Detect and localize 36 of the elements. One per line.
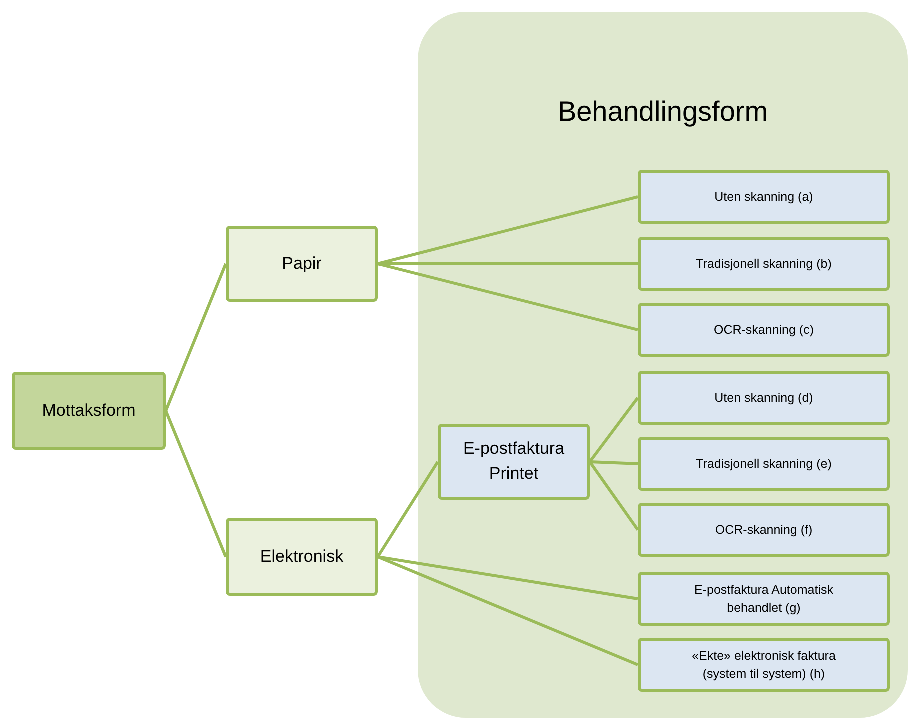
node-label: Elektronisk — [260, 546, 344, 568]
group-panel — [418, 12, 908, 718]
category-box — [638, 237, 890, 291]
node-label: Papir — [282, 252, 322, 275]
category-box — [638, 437, 890, 491]
node-label: OCR-skanning (f) — [715, 522, 813, 539]
node-label: Uten skanning (d) — [714, 390, 814, 407]
category-box — [638, 170, 890, 224]
category-box — [12, 372, 166, 450]
connector-line — [588, 461, 640, 531]
connector-line — [164, 410, 228, 558]
category-box — [638, 303, 890, 357]
category-box — [638, 503, 890, 557]
category-box — [638, 572, 890, 626]
connector-line — [378, 196, 638, 266]
connector-line — [164, 263, 228, 412]
connector-line — [378, 556, 638, 600]
category-box — [226, 226, 378, 302]
connector-line — [588, 397, 640, 463]
node-label: Tradisjonell skanning (e) — [696, 456, 832, 473]
node-label: Mottaksform — [42, 400, 136, 422]
category-box — [638, 638, 890, 692]
node-label: «Ekte» elektronisk faktura (system til system) (h) — [691, 648, 837, 683]
category-box — [226, 518, 378, 596]
connector-line — [377, 556, 639, 666]
connector-line — [376, 461, 440, 558]
node-label: OCR-skanning (c) — [714, 322, 814, 339]
node-label: E-postfaktura Printet — [462, 438, 566, 485]
node-label: Uten skanning (a) — [714, 188, 814, 206]
connector-line — [590, 460, 638, 466]
node-label: E-postfaktura Automatisk behandlet (g) — [694, 582, 834, 617]
node-label: Tradisjonell skanning (b) — [696, 256, 832, 273]
category-box — [438, 424, 590, 500]
panel-heading: Behandlingsform — [556, 96, 770, 128]
connector-line — [378, 262, 638, 332]
category-box — [638, 371, 890, 425]
